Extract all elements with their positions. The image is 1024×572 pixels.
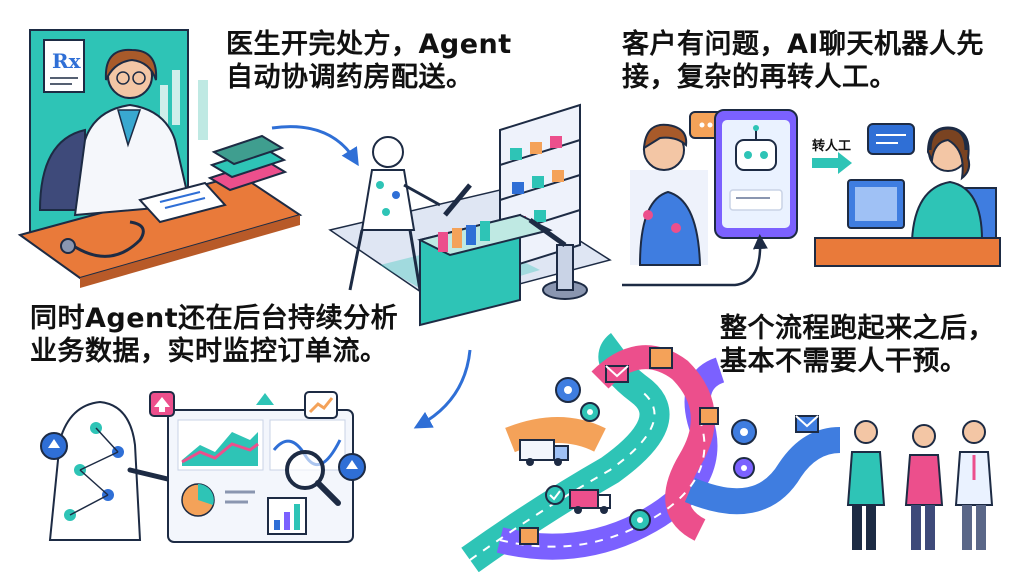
package-box-icon [699, 407, 719, 425]
doctor-scene: Rx [17, 29, 303, 288]
analytics-scene [40, 391, 366, 543]
transfer-human-label: 转人工 [812, 138, 851, 154]
phone-chatbot-icon [714, 109, 798, 239]
message-bubble-icon [867, 123, 915, 155]
robot-arm-icon [443, 183, 588, 300]
check-circle-icon [545, 485, 565, 505]
transfer-arrow-icon [812, 152, 852, 174]
tablet-icon [138, 181, 227, 224]
caption-chatbot-support: 客户有问题，AI聊天机器人先 接，复杂的再转人工。 [622, 29, 984, 93]
delivery-truck-icon [519, 439, 569, 466]
caption-agent-analytics: 同时Agent还在后台持续分析 业务数据，实时监控订单流。 [30, 303, 399, 367]
books-stack-icon [207, 134, 288, 192]
conveyor-road-orange [505, 417, 606, 453]
up-arrow-icon [149, 391, 175, 417]
person-figure [954, 420, 994, 550]
workflow-scene [461, 333, 994, 572]
delivery-truck-icon [569, 489, 611, 514]
package-box-icon [649, 347, 673, 369]
caption-doctor-prescription: 医生开完处方，Agent 自动协调药房配送。 [226, 29, 512, 93]
envelope-icon [795, 415, 819, 433]
pharmacy-counter [417, 213, 553, 327]
customer-figure [638, 123, 702, 266]
headset-icon [928, 126, 968, 151]
person-figure [846, 420, 886, 550]
chatbot-scene: 转人工 [622, 109, 1001, 287]
desk-monitor-icon [847, 179, 905, 229]
caption-automated-workflow: 整个流程跑起来之后， 基本不需要人干预。 [720, 313, 995, 377]
trend-arrow-icon [304, 391, 338, 419]
conveyor-road-blue [684, 427, 841, 515]
bar-chart-icon [267, 497, 307, 535]
robot-agent-icon [348, 136, 441, 291]
dashboard-panel [167, 409, 354, 543]
package-box-icon [519, 527, 539, 545]
flow-arrow-to-pharmacy [271, 125, 359, 167]
flow-arrow-to-analytics [413, 349, 472, 429]
up-arrow-small-icon [256, 393, 274, 405]
person-figure [904, 424, 944, 550]
magnifier-icon [285, 450, 341, 506]
human-agent-figure [910, 126, 997, 241]
stethoscope-icon [60, 220, 145, 258]
team-people-icon [846, 420, 994, 550]
robot-icon [735, 139, 777, 171]
envelope-icon [605, 365, 629, 383]
rx-label: Rx [52, 49, 82, 73]
flow-arrow-chat [622, 234, 768, 287]
doctor-coat [73, 103, 192, 217]
humanoid-agent-icon [48, 400, 203, 541]
pharmacy-robot-scene [328, 103, 612, 327]
